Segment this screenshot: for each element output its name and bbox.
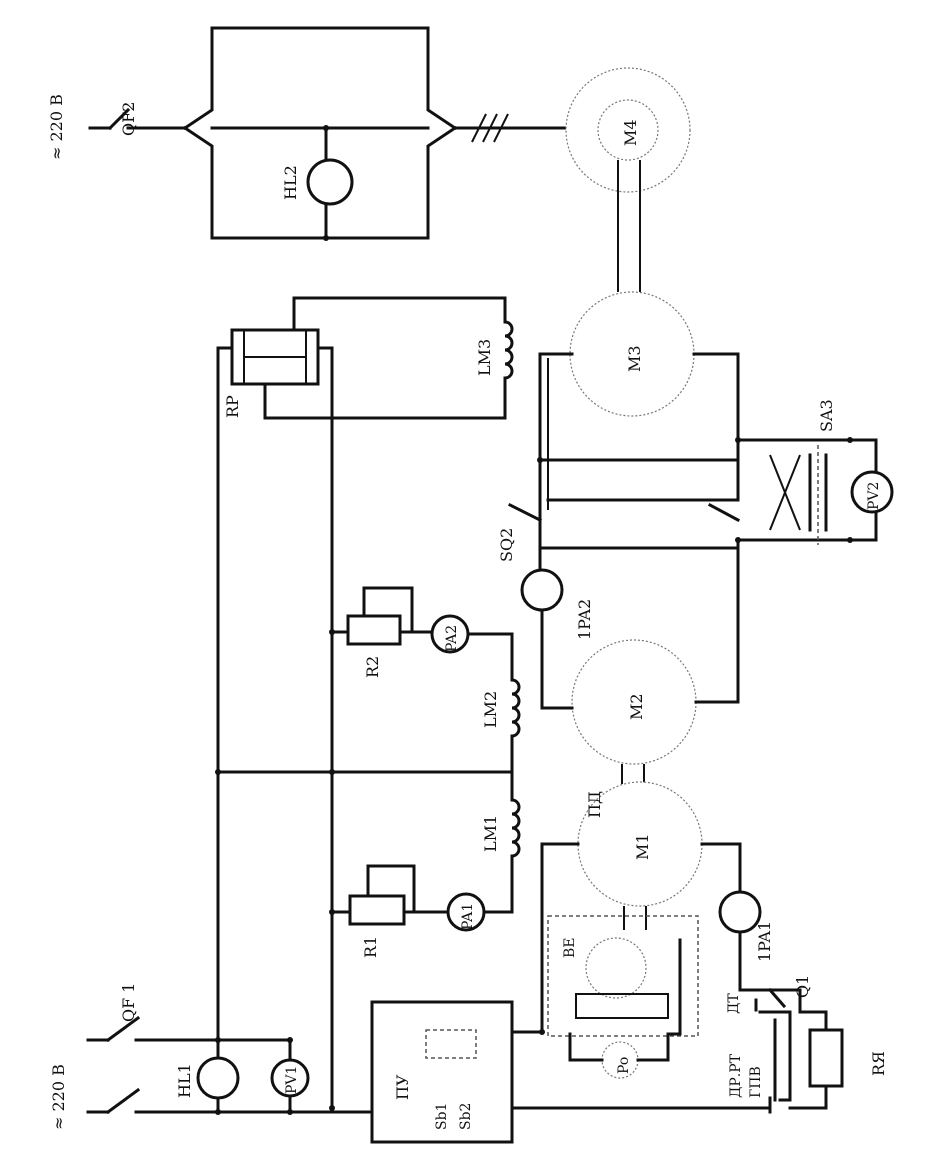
label-m4: M4 [621, 119, 640, 146]
label-qf2: QF2 [119, 102, 138, 136]
lamp-hl2 [306, 158, 354, 206]
winding-lm1 [510, 798, 521, 858]
label-dt: ДТ [726, 993, 742, 1014]
label-supply-top: ≈ 220 В [47, 94, 66, 160]
label-sq2: SQ2 [497, 528, 516, 562]
label-q1: Q1 [793, 975, 812, 998]
labels: ≈ 220 В QF2 HL2 M4 RP LM3 M3 SA3 PV2 SQ2… [47, 94, 888, 1130]
supply-qf1-branch [86, 1000, 514, 1144]
field-lm1-branch [330, 770, 521, 932]
label-r1: R1 [361, 936, 380, 958]
winding-lm3 [503, 320, 514, 380]
label-be: BE [562, 937, 578, 958]
label-m2: M2 [627, 693, 646, 720]
label-lm1: LM1 [481, 815, 500, 852]
ammeter-1pa1 [718, 890, 762, 934]
label-pd: ПД [585, 791, 604, 818]
supply-busbars [215, 346, 514, 1110]
label-pv1: PV1 [284, 1066, 300, 1094]
brake-be [547, 915, 699, 1037]
label-hl2: HL2 [281, 165, 300, 200]
label-hl1: HL1 [175, 1063, 194, 1098]
label-pa1: PA1 [460, 903, 476, 930]
label-qf1: QF 1 [119, 983, 138, 1022]
label-sb2: Sb2 [458, 1103, 474, 1130]
label-sa3: SA3 [817, 399, 836, 432]
label-lm3: LM3 [475, 339, 494, 376]
label-rya: RЯ [869, 1051, 888, 1076]
label-r2: R2 [363, 656, 382, 678]
label-rp: RP [223, 395, 242, 418]
voltmeter-pv2 [850, 470, 894, 514]
lamp-hl2-branch [88, 26, 570, 241]
label-1pa2: 1PA2 [575, 599, 594, 640]
label-sb1: Sb1 [434, 1103, 450, 1130]
winding-lm2 [510, 678, 521, 738]
field-lm2-branch [330, 586, 521, 774]
control-unit-pu [370, 1000, 514, 1144]
machines [565, 67, 703, 930]
label-pa2: PA2 [444, 625, 460, 652]
rheostat-rp-branch [230, 296, 514, 420]
label-ptv: ГПВ [748, 1066, 764, 1098]
label-supply-left: ≈ 220 В [49, 1064, 68, 1130]
resistor-rya [808, 1028, 844, 1088]
label-dr: ДР.РТ [728, 1053, 744, 1098]
label-lm2: LM2 [481, 691, 500, 728]
label-m1: M1 [633, 833, 652, 860]
label-1pa1: 1PA1 [755, 921, 774, 962]
armature-m1 [510, 842, 844, 1114]
lamp-hl1 [196, 1056, 240, 1100]
label-pu: ПУ [393, 1074, 412, 1100]
armature-m2-m3 [507, 352, 894, 710]
label-pv2: PV2 [866, 482, 882, 510]
ammeter-1pa2 [520, 568, 564, 612]
label-m3: M3 [625, 345, 644, 372]
label-po: Po [616, 1057, 632, 1074]
